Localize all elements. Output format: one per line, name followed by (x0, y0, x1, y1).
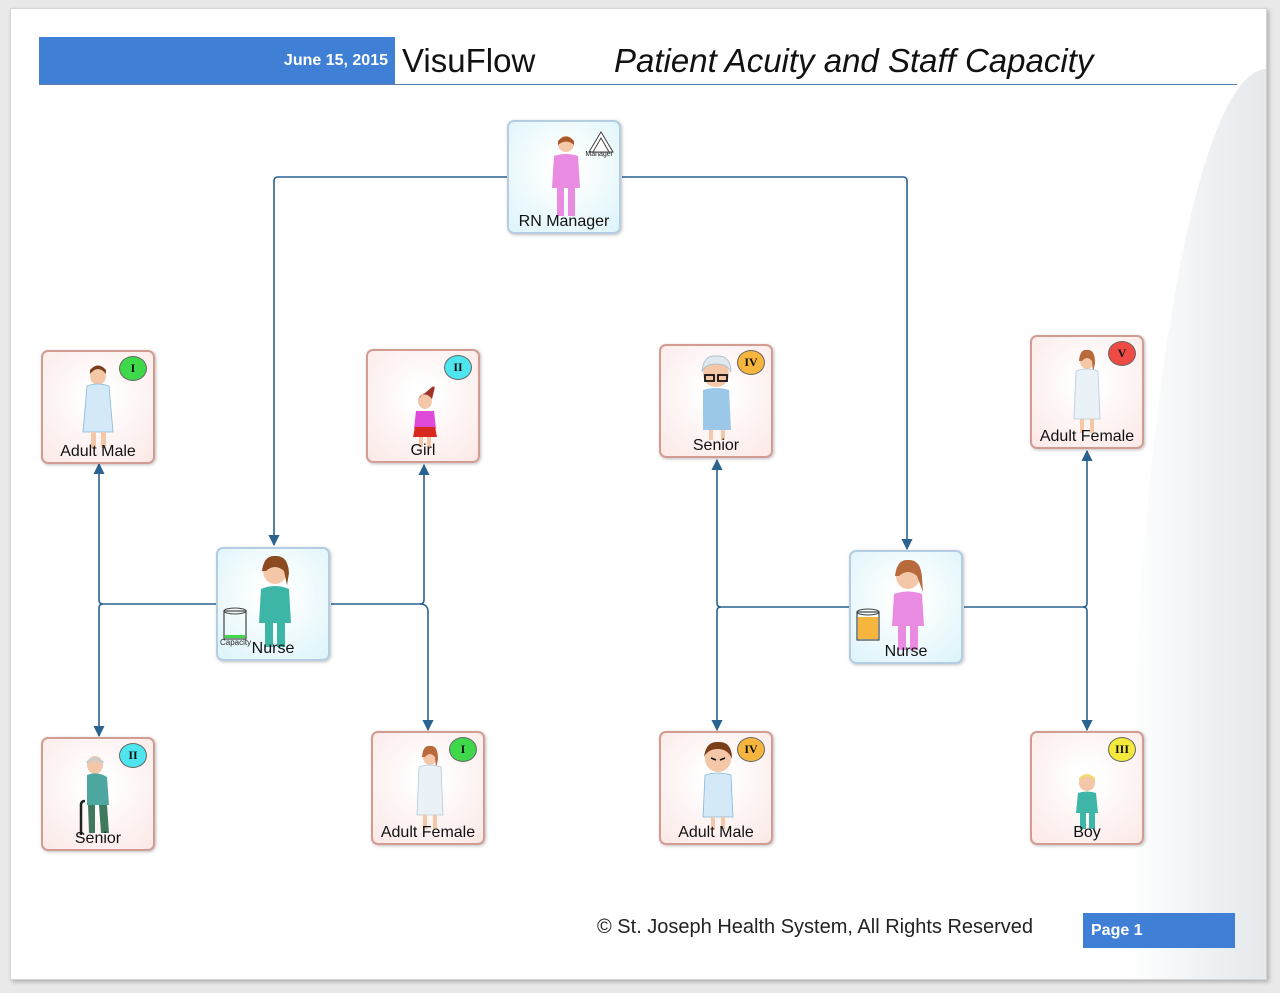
page-title: Patient Acuity and Staff Capacity (614, 42, 1094, 79)
acuity-badge: IV (737, 350, 765, 375)
connector-nurse-left-girl (331, 463, 430, 605)
node-label-left-girl: Girl (410, 442, 436, 459)
diagram-page (10, 8, 1267, 980)
nurse-icon (259, 555, 291, 647)
boy-patient-icon (1076, 774, 1098, 829)
node-label-right-adult-male: Adult Male (678, 824, 754, 841)
app-name: VisuFlow (402, 42, 536, 79)
connector-nurse-right-senior (711, 458, 849, 608)
node-right-adult-male[interactable]: IV Adult Male (659, 731, 773, 845)
node-nurse-right[interactable]: Nurse (849, 550, 963, 664)
connector-nurse-left-senior (93, 603, 105, 738)
node-label-nurse-right: Nurse (884, 643, 928, 660)
acuity-badge: II (119, 743, 147, 768)
node-right-adult-female[interactable]: V Adult Female (1030, 335, 1144, 449)
node-left-adult-female[interactable]: I Adult Female (371, 731, 485, 845)
header-bar (39, 37, 395, 84)
nurse-icon (892, 559, 924, 650)
page-number-badge: Page 1 (1083, 913, 1235, 948)
connector-nurse-right-adult-male (711, 606, 723, 732)
node-right-boy[interactable]: III Boy (1030, 731, 1144, 845)
node-label-left-adult-male: Adult Male (60, 443, 136, 460)
connector-manager-nurse-right (622, 176, 913, 551)
node-label-rn-manager: RN Manager (518, 213, 610, 230)
node-label-nurse-left: Nurse (251, 640, 295, 657)
node-label-right-senior: Senior (692, 437, 740, 454)
node-label-right-adult-female: Adult Female (1039, 428, 1135, 445)
connector-nurse-left-adult-male (93, 462, 216, 605)
node-label-right-boy: Boy (1073, 824, 1101, 841)
acuity-badge: V (1108, 341, 1136, 366)
connector-nurse-right-boy (1081, 606, 1093, 732)
nurse-manager-icon (552, 131, 614, 216)
capacity-tag: Capacity (220, 638, 252, 647)
senior-patient-icon (79, 756, 109, 835)
node-left-girl[interactable]: II Girl (366, 349, 480, 463)
connector-manager-nurse-left (268, 176, 507, 547)
node-left-adult-male[interactable]: I Adult Male (41, 350, 155, 464)
node-left-senior[interactable]: II Senior (41, 737, 155, 851)
node-right-senior[interactable]: IV Senior (659, 344, 773, 458)
node-rn-manager[interactable]: Manager RN Manager (507, 120, 621, 234)
footer-copyright: © St. Joseph Health System, All Rights R… (597, 916, 1034, 938)
adult-male-patient-icon (82, 365, 114, 448)
acuity-badge: II (444, 355, 472, 380)
capacity-gauge-icon (223, 607, 247, 640)
header-date: June 15, 2015 (283, 52, 388, 69)
senior-patient-icon (701, 355, 732, 440)
girl-patient-icon (413, 386, 437, 447)
adult-female-patient-icon (416, 745, 444, 829)
adult-female-patient-icon (1073, 349, 1101, 433)
acuity-badge: I (449, 737, 477, 762)
acuity-badge: III (1108, 737, 1136, 762)
connector-nurse-right-adult-female (964, 449, 1093, 608)
acuity-badge: I (119, 356, 147, 381)
connector-nurse-left-adult-female (419, 603, 434, 732)
node-label-left-adult-female: Adult Female (380, 824, 476, 841)
header-rule (39, 84, 1237, 85)
manager-tag: Manager (585, 151, 613, 158)
node-nurse-left[interactable]: Capacity Nurse (216, 547, 330, 661)
capacity-gauge-icon (856, 608, 880, 641)
node-label-left-senior: Senior (74, 830, 122, 847)
acuity-badge: IV (737, 737, 765, 762)
adult-male-patient-icon (702, 741, 734, 829)
